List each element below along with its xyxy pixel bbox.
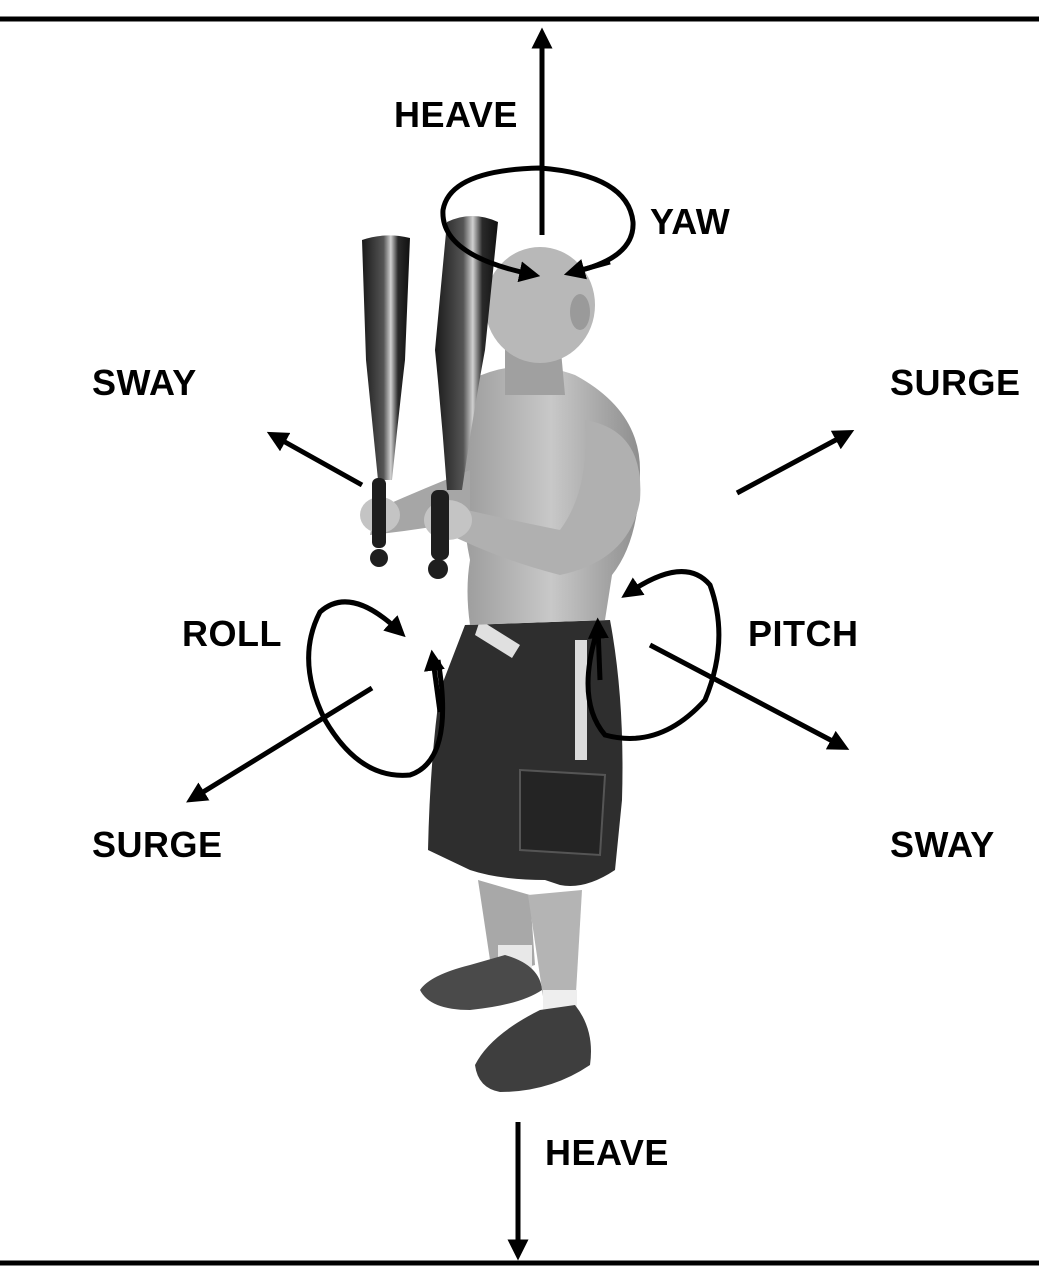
- pitch-rotation-arrow: [585, 569, 722, 741]
- heave-top-label: HEAVE: [394, 94, 518, 135]
- person-with-clubs-figure: [360, 216, 641, 1092]
- surge-right-arrow: [735, 430, 855, 496]
- yaw-label: YAW: [650, 201, 731, 242]
- sway-left-label: SWAY: [92, 362, 197, 403]
- surge-left-label: SURGE: [92, 824, 223, 865]
- sway-left-arrow: [266, 431, 364, 488]
- pitch-label: PITCH: [748, 613, 859, 654]
- surge-left-arrow: [186, 685, 374, 803]
- yaw-rotation-arrow: [440, 165, 636, 283]
- sway-right-arrow: [648, 642, 850, 750]
- roll-rotation-arrow: [306, 599, 446, 778]
- sway-right-label: SWAY: [890, 824, 995, 865]
- heave-bottom-label: HEAVE: [545, 1132, 669, 1173]
- roll-label: ROLL: [182, 613, 282, 654]
- surge-right-label: SURGE: [890, 362, 1021, 403]
